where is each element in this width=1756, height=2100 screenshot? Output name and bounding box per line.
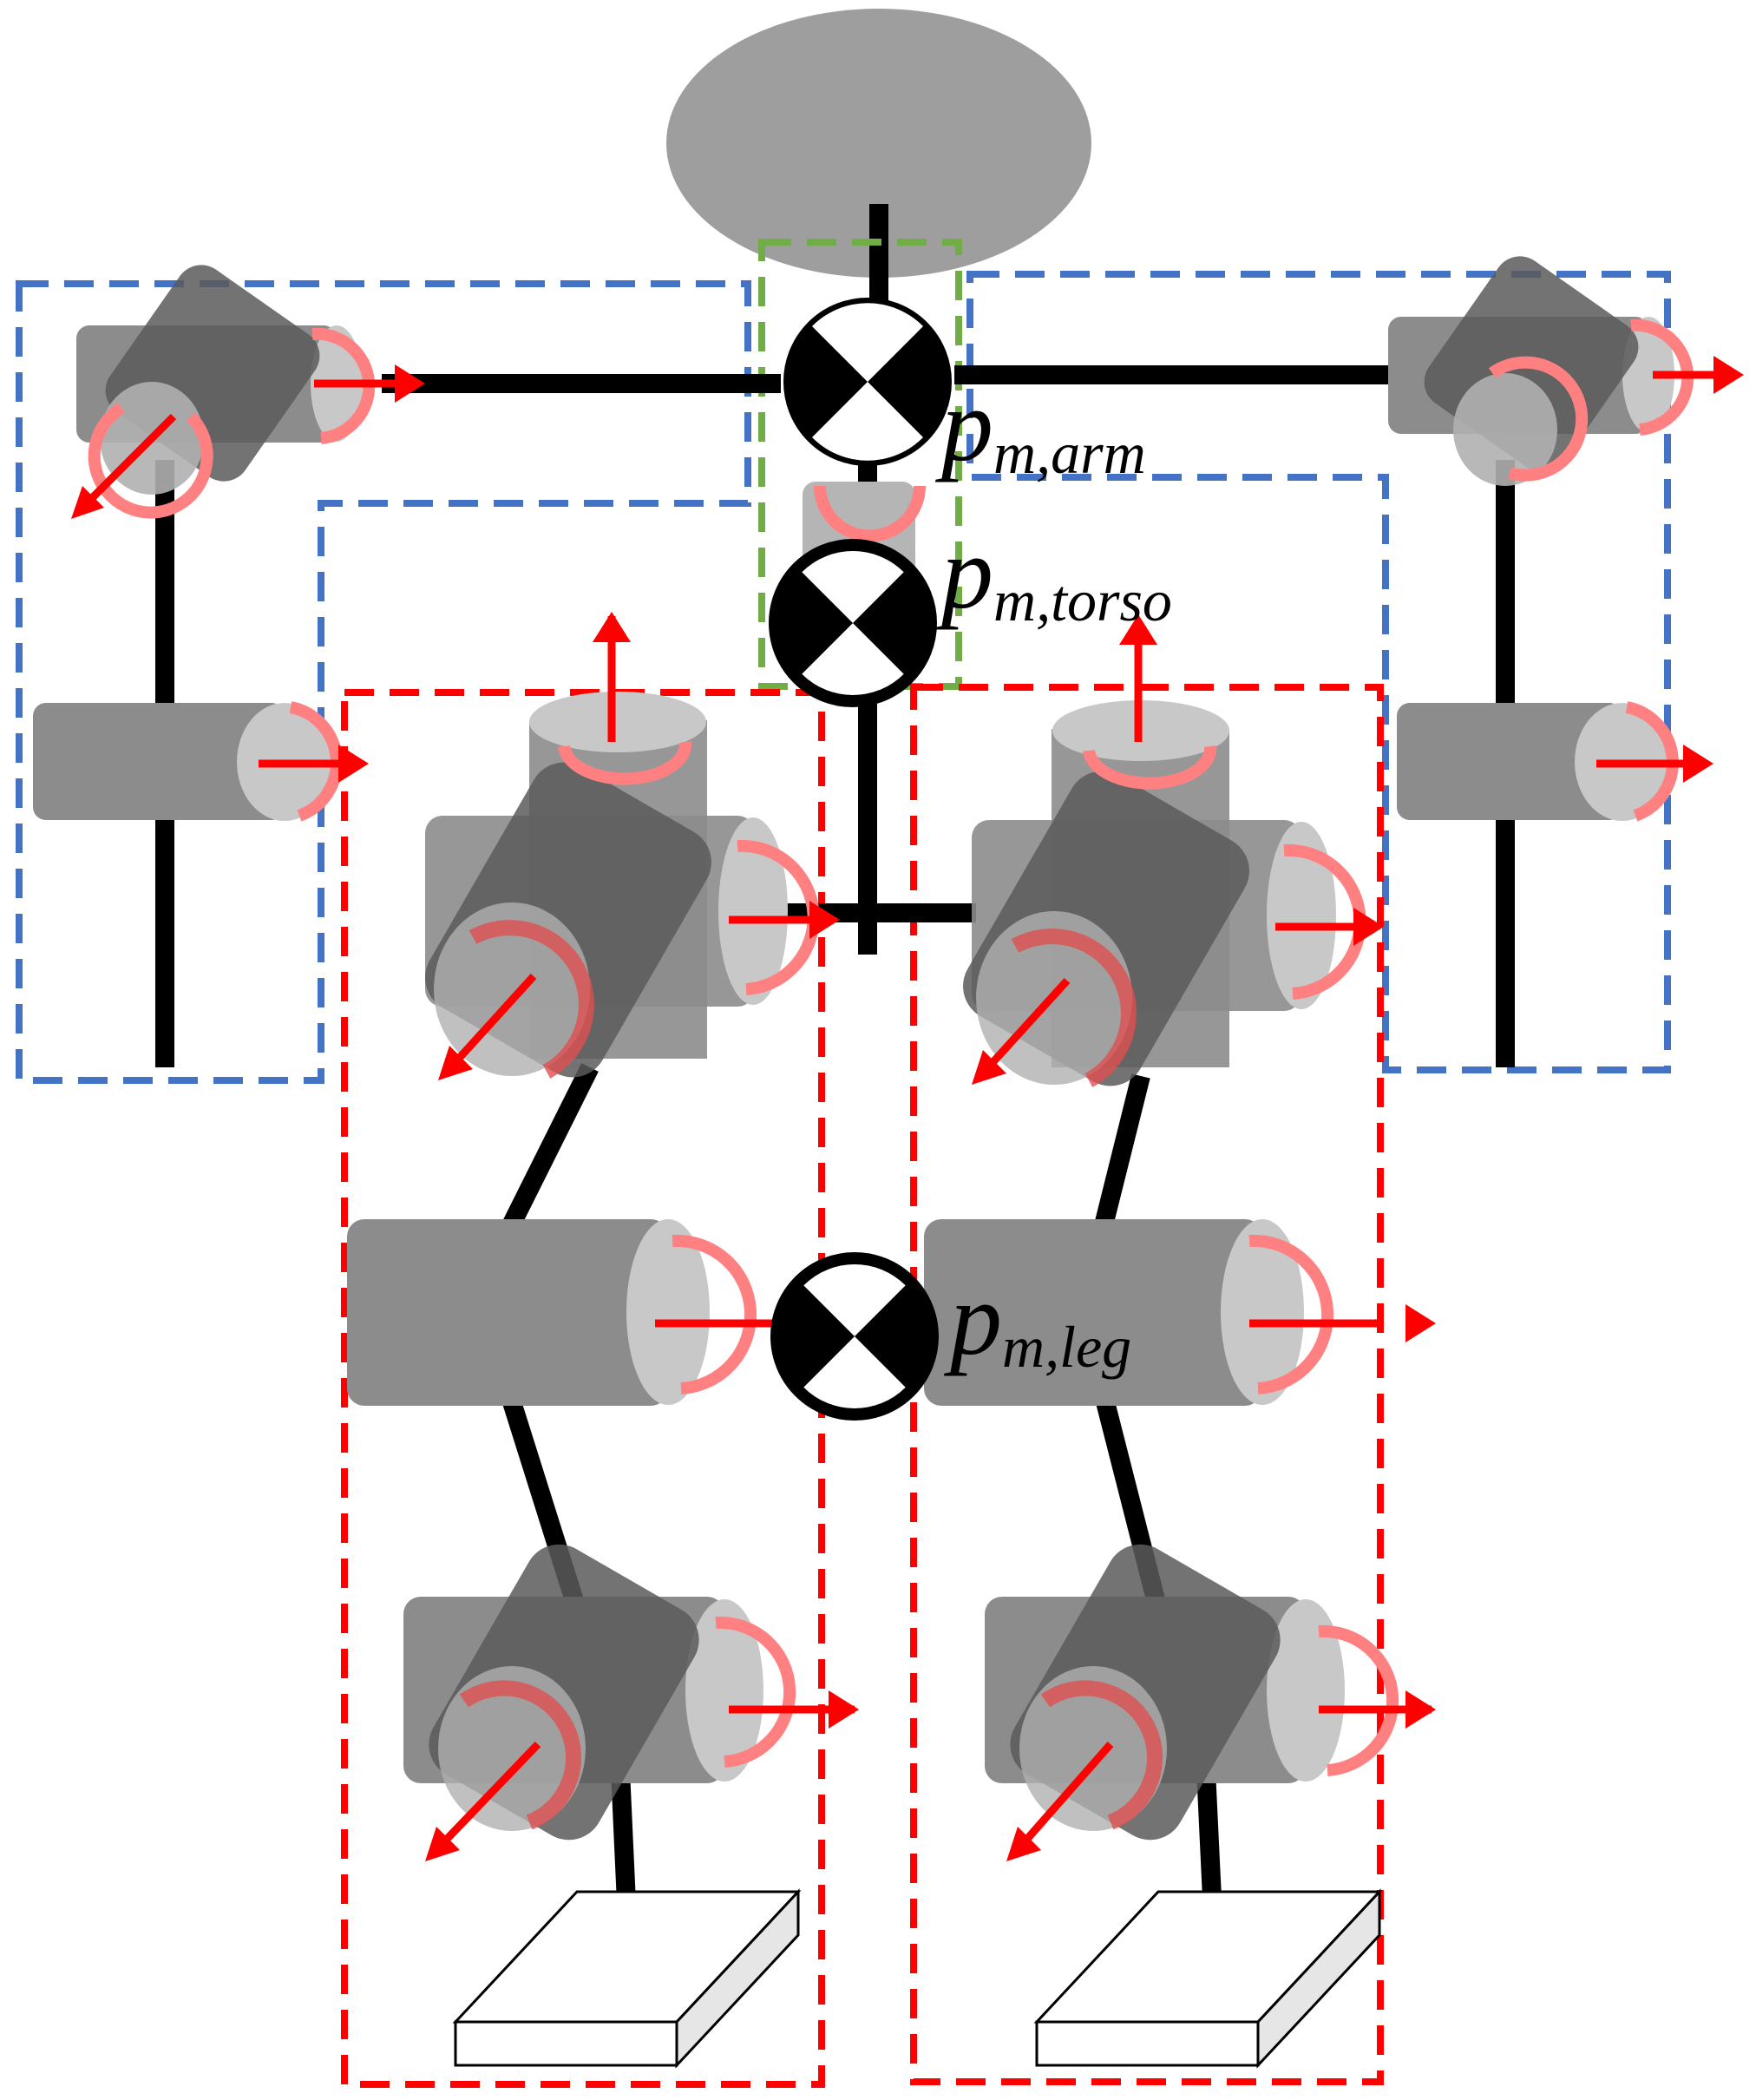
left-knee-actuator [347, 1219, 757, 1406]
right-knee-actuator [924, 1219, 1334, 1406]
right-ankle-actuator [985, 1544, 1399, 1841]
left-arm-group-box [16, 280, 751, 1084]
leg-mass-center-of-mass-icon [770, 1252, 939, 1421]
arm-mass-label: pm,arm [934, 367, 1146, 486]
arrowheads [71, 356, 1744, 1861]
head [666, 9, 1091, 278]
arm-mass-center-of-mass-icon [783, 298, 952, 466]
left-foot-plate-icon [452, 1888, 802, 2069]
right-arm-group-box [966, 271, 1671, 1073]
right-hip-actuator [963, 700, 1366, 1087]
torso-mass-center-of-mass-icon [769, 539, 937, 707]
right-shoulder-actuator [1388, 256, 1694, 486]
torso-mass-label: pm,torso [934, 515, 1172, 633]
leg-mass-label: pm,leg [943, 1261, 1131, 1380]
left-hip-actuator [425, 692, 820, 1079]
right-foot-plate-icon [1033, 1888, 1383, 2069]
left-ankle-actuator [403, 1544, 796, 1841]
